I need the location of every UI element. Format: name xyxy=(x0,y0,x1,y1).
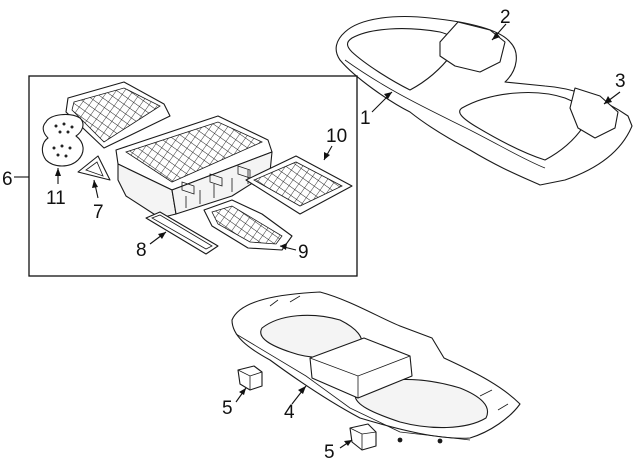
mesh-pad-upper-grid xyxy=(71,87,161,143)
triangle-clip-7 xyxy=(77,155,111,181)
foam-tray-body xyxy=(115,115,273,219)
seat-cover-right-insert xyxy=(459,91,587,161)
callout-2: 2 xyxy=(500,7,511,28)
seat-cover-seam xyxy=(344,59,546,169)
seat-frame-center-block xyxy=(309,337,413,399)
mesh-pad-10 xyxy=(245,155,353,215)
callout-9: 9 xyxy=(298,242,309,263)
callout-8: 8 xyxy=(136,240,147,261)
seat-cover-flap-2 xyxy=(439,21,506,73)
callout-7: 7 xyxy=(93,202,104,223)
callout-1: 1 xyxy=(360,108,371,129)
strip-bracket-8 xyxy=(145,211,219,255)
seat-frame-4 xyxy=(231,291,521,444)
mesh-pad-9 xyxy=(203,199,293,251)
foam-tray-grid xyxy=(125,121,263,183)
perforated-pad-holes xyxy=(52,122,74,158)
callout-6: 6 xyxy=(2,169,13,190)
callout-11: 11 xyxy=(46,188,66,209)
clip-5-lower xyxy=(349,423,377,451)
perforated-pad-11 xyxy=(41,113,84,167)
callout-5-upper: 5 xyxy=(222,398,233,419)
seat-frame-right-well xyxy=(354,378,488,429)
seat-cover-flap-3 xyxy=(569,87,619,139)
seat-cover-left-insert xyxy=(346,28,457,91)
leader-lines xyxy=(14,23,621,449)
callout-4: 4 xyxy=(284,402,295,423)
seat-cover-assembly xyxy=(335,16,633,186)
mesh-pad-upper xyxy=(65,81,171,149)
callout-10: 10 xyxy=(326,126,347,147)
perforated-pad-body xyxy=(41,113,84,167)
callout-5-lower: 5 xyxy=(324,442,335,463)
callout-3: 3 xyxy=(615,71,626,92)
clip-5-upper xyxy=(237,365,263,391)
group-6-frame xyxy=(28,75,358,277)
